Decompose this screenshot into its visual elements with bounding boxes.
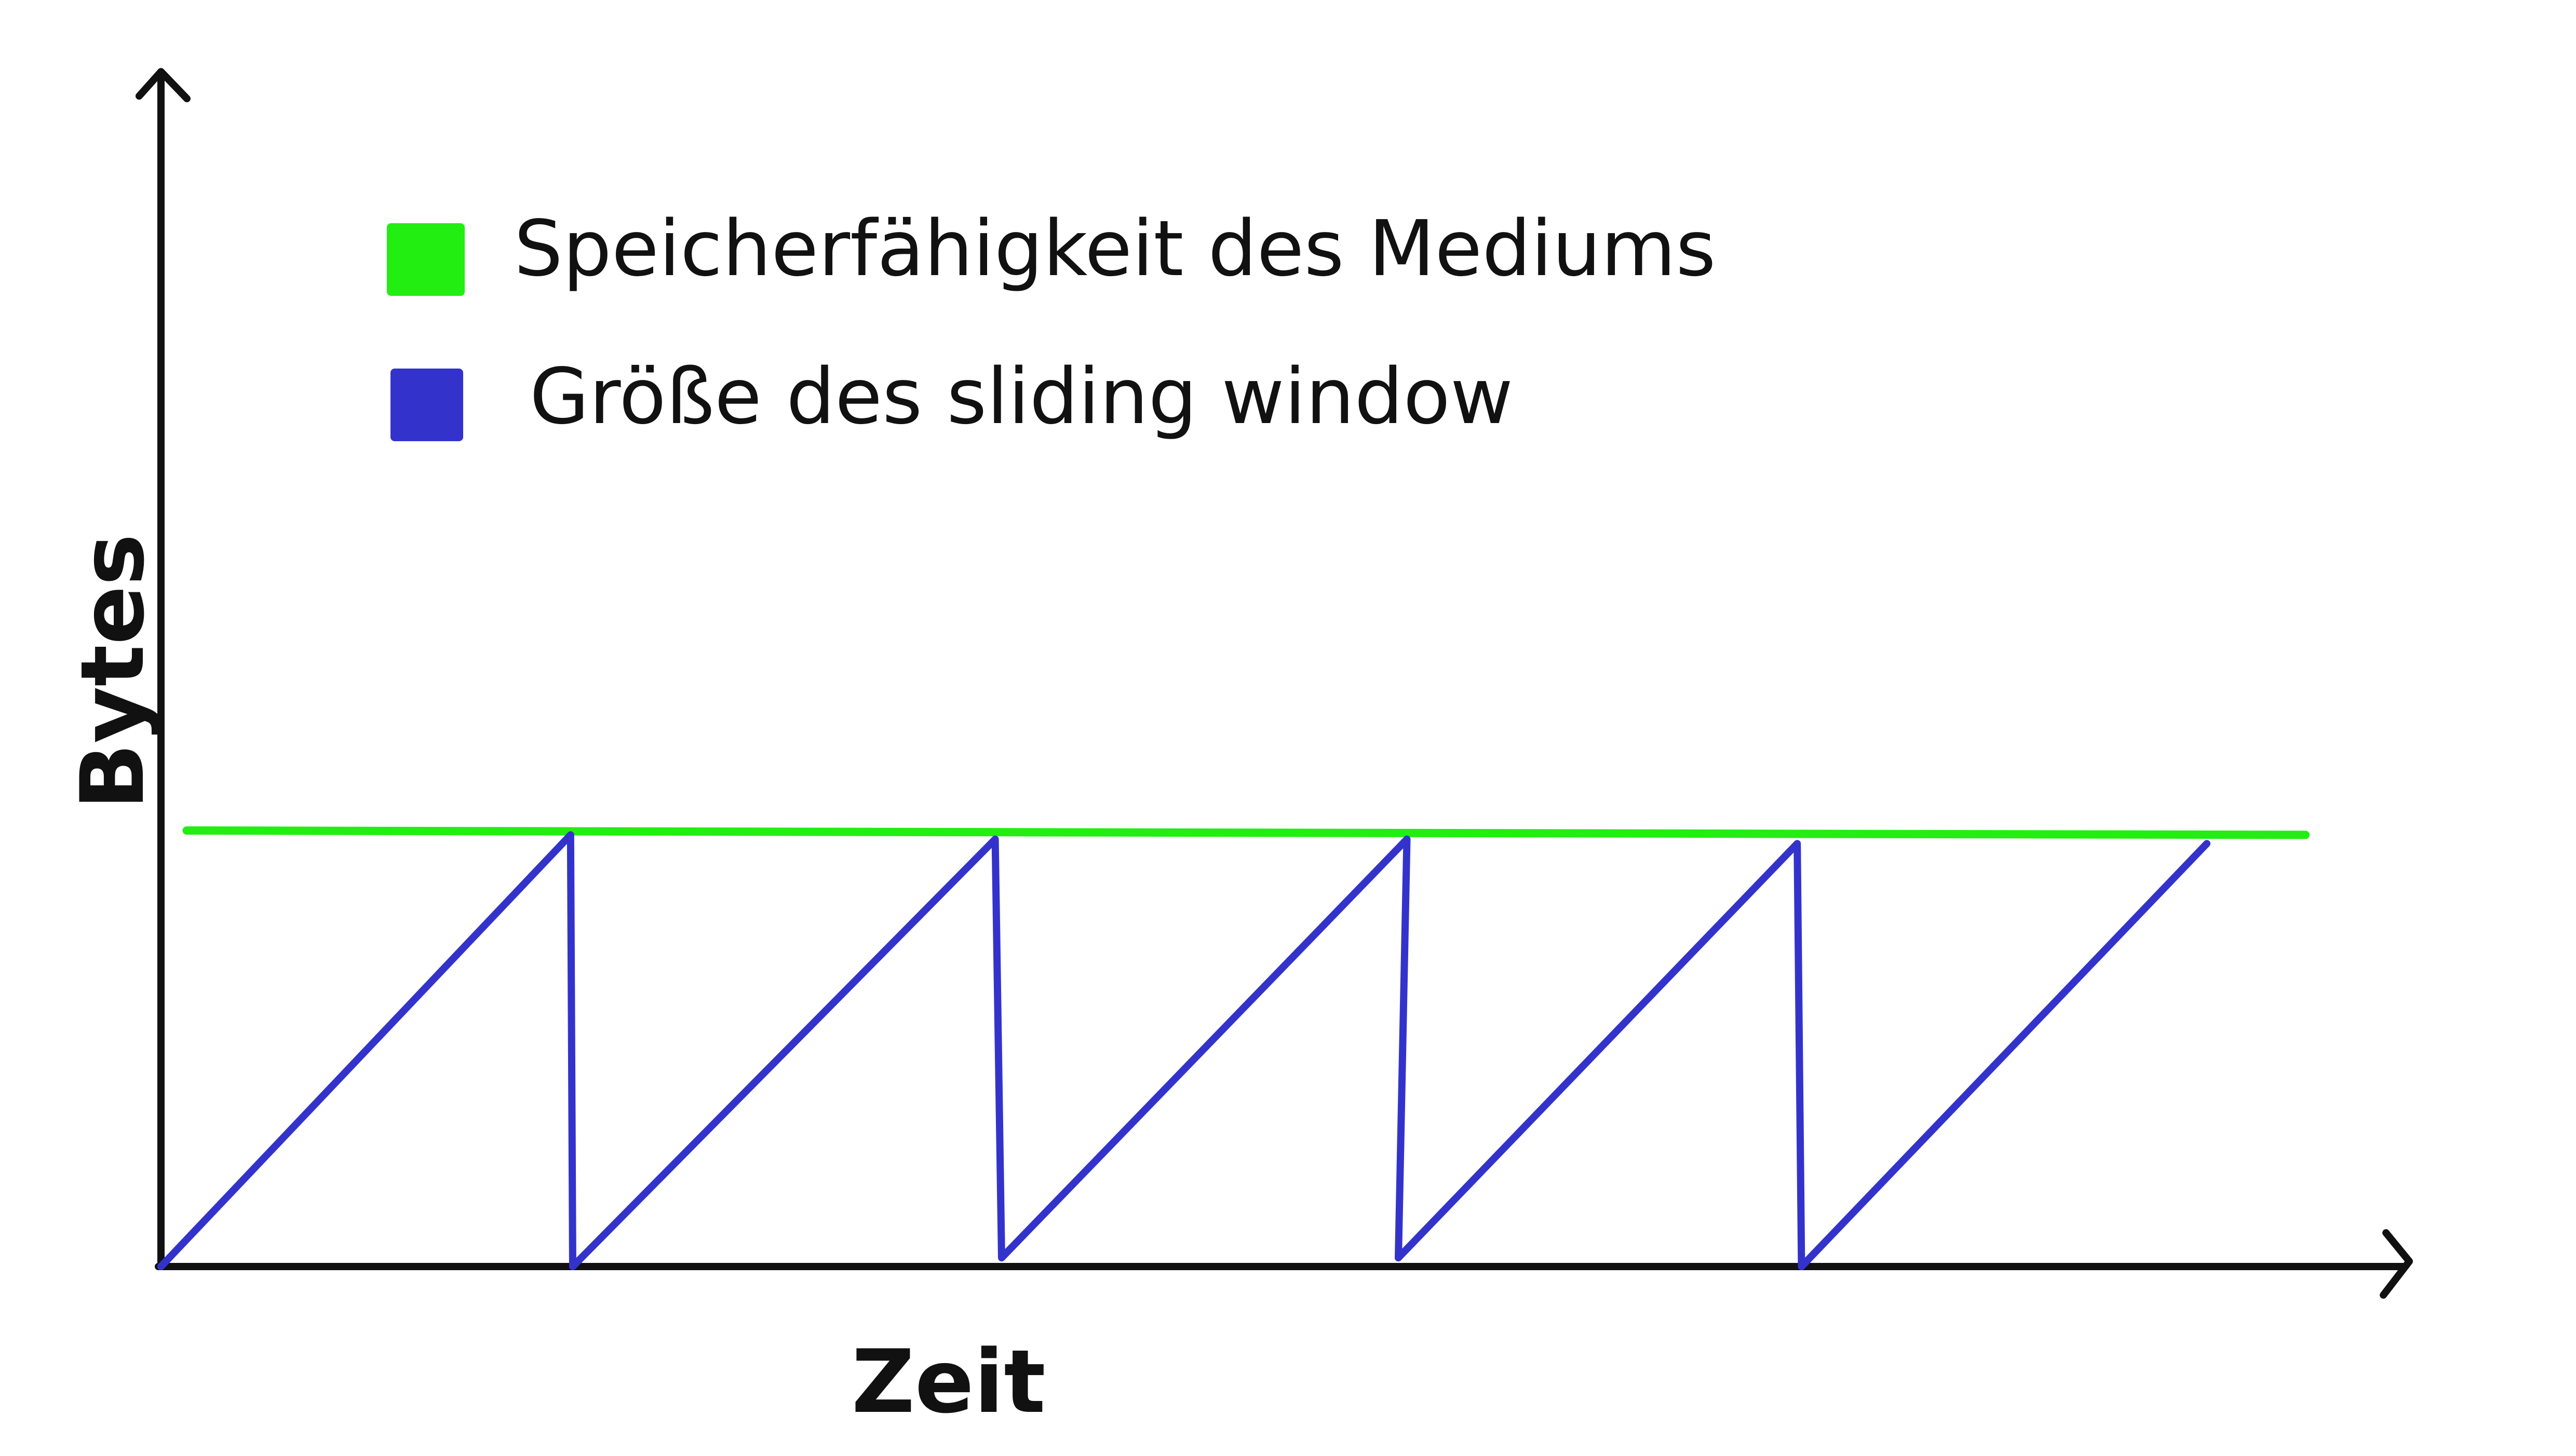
- x-axis-label: Zeit: [852, 1331, 1046, 1433]
- y-axis-label: Bytes: [62, 534, 164, 810]
- legend: Speicherfähigkeit des Mediums Größe des …: [387, 204, 1716, 441]
- legend-swatch-window: [390, 369, 463, 441]
- series-layer: [157, 826, 2310, 1270]
- x-axis-arrowhead: [2380, 1229, 2413, 1299]
- legend-label-capacity: Speicherfähigkeit des Mediums: [514, 204, 1716, 293]
- axes: [136, 68, 2413, 1299]
- legend-label-window: Größe des sliding window: [530, 352, 1513, 441]
- legend-swatch-capacity: [387, 223, 465, 296]
- series-line-capacity: [182, 826, 2310, 839]
- y-axis-arrowhead: [136, 68, 191, 102]
- series-line-window: [157, 831, 2211, 1270]
